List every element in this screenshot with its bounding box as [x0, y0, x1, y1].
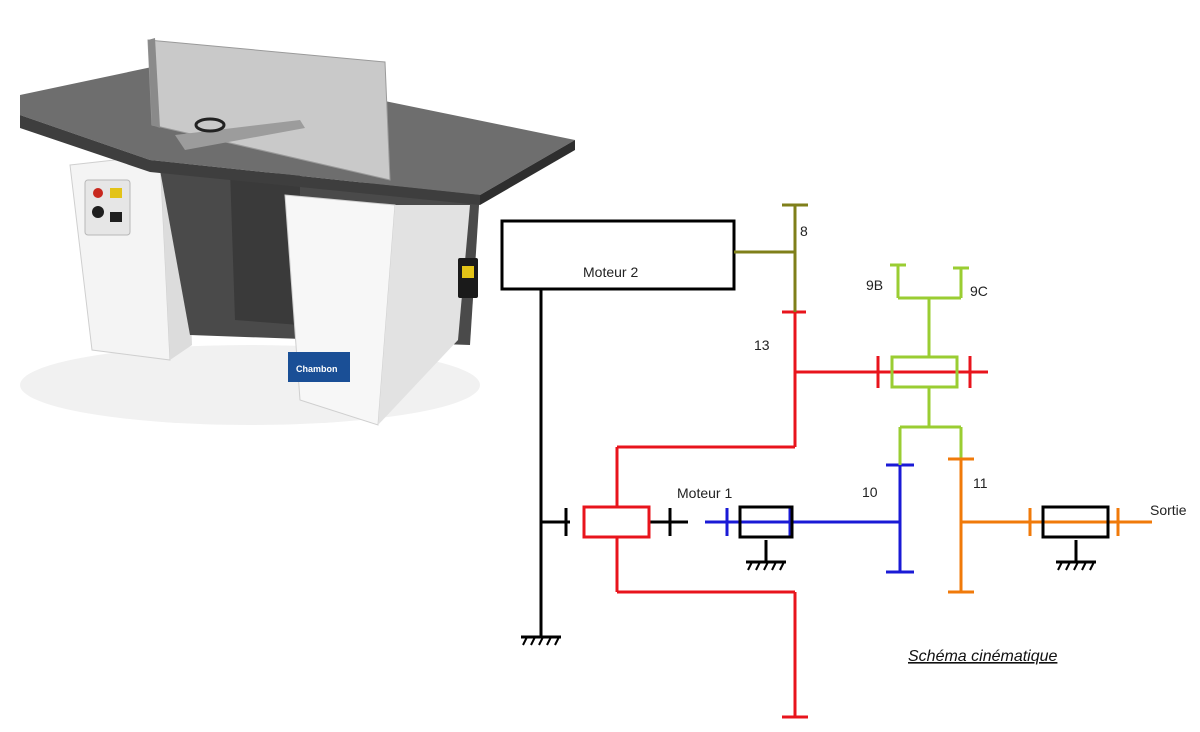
diagram-caption: Schéma cinématique: [908, 648, 1058, 665]
motor1-bearing: [738, 505, 794, 539]
blue-train: [705, 463, 914, 574]
kinematic-diagram: [500, 203, 1152, 719]
motor1-label: Moteur 1: [677, 485, 732, 501]
motor2-box: [500, 219, 736, 291]
gear10-label: 10: [862, 484, 878, 500]
lime-train: [890, 263, 969, 465]
output-label: Sortie: [1150, 502, 1187, 518]
gear11-label: 11: [973, 475, 988, 491]
orange-train: [948, 457, 1152, 594]
ground-symbol: [746, 540, 786, 571]
ground-symbol: [521, 635, 561, 646]
gear9b-label: 9B: [866, 277, 883, 293]
output-bearing: [1041, 505, 1110, 539]
machine-photo: Chambon: [20, 38, 575, 426]
ground-symbol: [1056, 540, 1096, 571]
motor2-label: Moteur 2: [583, 264, 638, 280]
gear8-label: 8: [800, 223, 808, 239]
brand-label: Chambon: [296, 364, 338, 374]
gear13-label: 13: [754, 337, 770, 353]
gear9c-label: 9C: [970, 283, 988, 299]
motor2-group: [500, 219, 736, 637]
olive-train: [734, 203, 808, 312]
